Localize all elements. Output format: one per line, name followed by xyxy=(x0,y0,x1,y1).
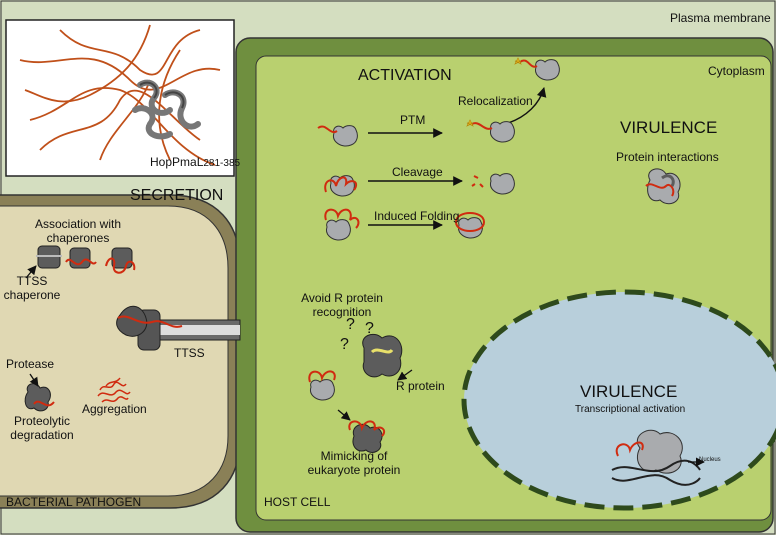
transcription-complex xyxy=(611,429,705,486)
ttss-apparatus xyxy=(116,305,241,351)
question-mark-2: ? xyxy=(365,320,374,337)
proteolytic-line1: Proteolytic xyxy=(13,414,71,428)
avoid-line1: Avoid R protein xyxy=(301,291,383,305)
ttss-chaperone-line1: TTSS xyxy=(16,274,48,288)
effector-avoid-recognition xyxy=(308,370,336,401)
plasma-membrane-label: Plasma membrane xyxy=(670,11,771,25)
effector-folding-before xyxy=(324,208,360,241)
proteolytic-line2: degradation xyxy=(10,427,74,442)
ptm-label: PTM xyxy=(400,113,426,127)
chaperone-complex-3 xyxy=(105,247,136,274)
ttss-chaperone-line2: chaperone xyxy=(3,287,61,302)
question-mark-3: ? xyxy=(340,336,349,353)
nucleus xyxy=(461,289,776,511)
protein-interactions-label: Protein interactions xyxy=(616,150,719,164)
r-protein-arrow xyxy=(397,369,413,381)
question-mark-1: ? xyxy=(346,316,355,333)
bacterial-pathogen-title: BACTERIAL PATHOGEN xyxy=(6,495,142,509)
effector-ptm-after xyxy=(466,119,515,143)
activation-heading: ACTIVATION xyxy=(358,67,452,84)
aggregation-cluster xyxy=(97,377,131,403)
structure-label: HopPmaL281-385 xyxy=(150,155,241,170)
transcriptional-activation-label: Transcriptional activation xyxy=(575,404,686,415)
structure-inset xyxy=(5,19,235,177)
host-cell-title: HOST CELL xyxy=(264,495,331,509)
effector-cleavage-before xyxy=(324,175,358,197)
chaperone-arrow xyxy=(25,265,37,279)
avoid-line2: recognition xyxy=(312,304,372,319)
ttss-label: TTSS xyxy=(174,346,205,360)
nucleus-virulence-heading: VIRULENCE xyxy=(580,382,678,401)
association-line2: chaperones xyxy=(46,230,110,245)
effector-relocalized xyxy=(514,57,560,81)
r-protein xyxy=(362,333,403,378)
mimic-line2: eukaryote protein xyxy=(307,462,401,477)
effector-folding-after xyxy=(454,212,486,239)
relocalization-label: Relocalization xyxy=(458,94,533,108)
effector-cleavage-after xyxy=(471,173,515,195)
cytoplasm-label: Cytoplasm xyxy=(708,64,765,78)
induced-folding-label: Induced Folding xyxy=(374,209,460,223)
structure-subscript: 281-385 xyxy=(203,158,241,169)
cleavage-label: Cleavage xyxy=(392,165,443,179)
protease-label: Protease xyxy=(6,357,55,371)
chaperone-complex-1 xyxy=(36,245,62,269)
virulence-heading: VIRULENCE xyxy=(620,118,718,137)
effector-mimic xyxy=(348,420,386,453)
protease-arrow xyxy=(29,373,39,387)
mimicking-arrow xyxy=(337,409,351,421)
nucleus-label: Nucleus xyxy=(699,457,721,463)
protease-protein xyxy=(24,383,55,412)
structure-name: HopPmaL xyxy=(150,155,204,169)
effector-protein-interaction xyxy=(645,168,681,205)
chaperone-complex-2 xyxy=(65,247,97,269)
secretion-label: SECRETION xyxy=(130,187,224,204)
mimic-line1: Mimicking of xyxy=(320,449,388,463)
association-line1: Association with xyxy=(34,217,122,231)
r-protein-label: R protein xyxy=(396,379,445,393)
effector-ptm-before xyxy=(317,125,358,147)
aggregation-label: Aggregation xyxy=(82,402,147,416)
